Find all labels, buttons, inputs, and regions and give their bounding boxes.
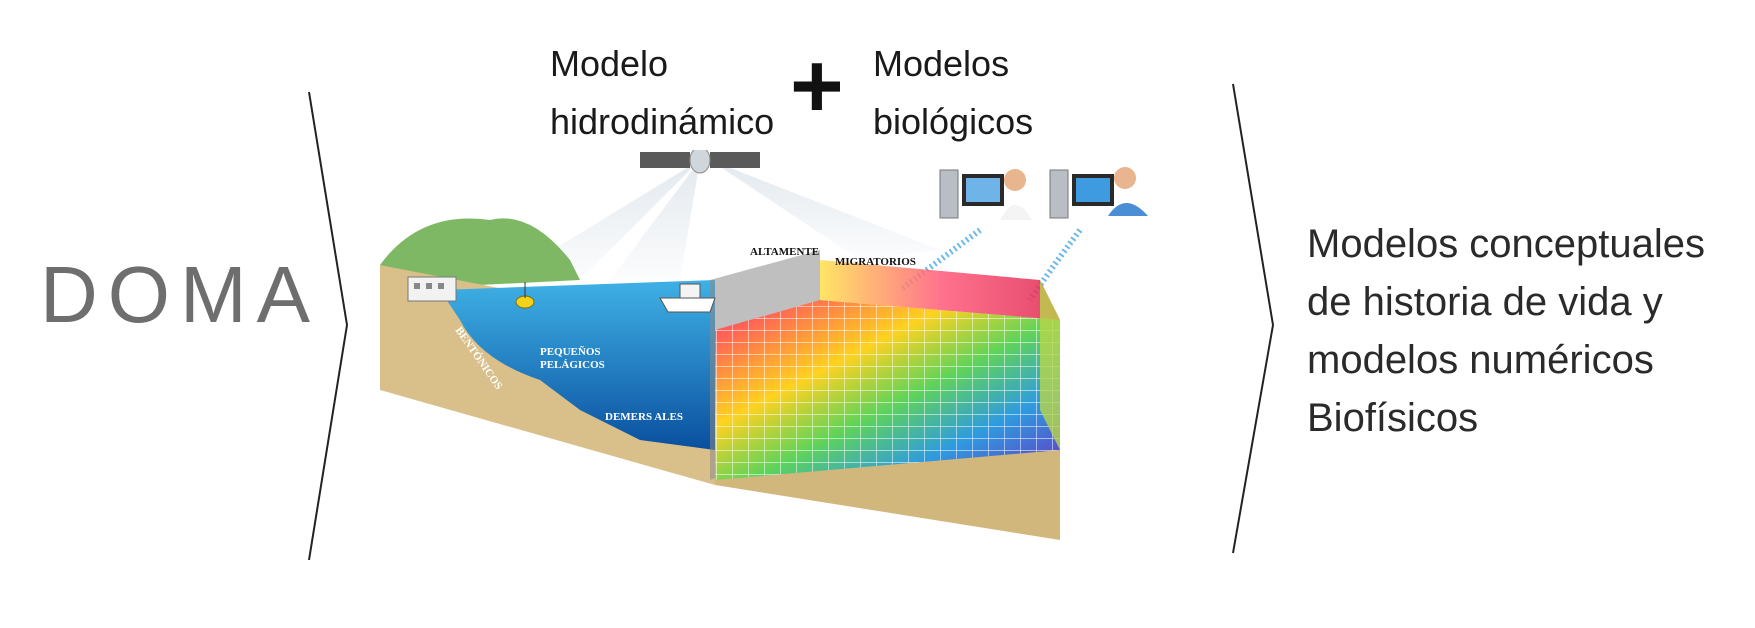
- satellite-beam: [710, 160, 940, 260]
- outcome-line-2: de historia de vida y: [1307, 280, 1663, 324]
- bio-line-2: biológicos: [873, 101, 1034, 142]
- ocean-water: [440, 280, 715, 450]
- bio-line-1: Modelos: [873, 43, 1010, 84]
- biological-models-label: Modelos biológicos: [873, 35, 1033, 151]
- ocean-model-illustration: ALTAMENTE MIGRATORIOS BENTÓNICOS PEQUEÑO…: [380, 150, 1148, 540]
- hydro-line-2: hidrodinámico: [550, 101, 775, 142]
- plus-sign: +: [790, 35, 844, 137]
- buoy-icon: [515, 282, 535, 309]
- ship-icon: [659, 283, 716, 313]
- outcome-line-1: Modelos conceptuales: [1307, 222, 1706, 266]
- label-pelagicos: PELÁGICOS: [540, 359, 605, 371]
- label-altamente: ALTAMENTE: [750, 246, 819, 258]
- hydro-line-1: Modelo: [550, 43, 669, 84]
- label-pequenos: PEQUEÑOS: [540, 346, 601, 358]
- data-stream: [1027, 228, 1083, 302]
- satellite-beam: [610, 160, 700, 280]
- model-grid-top: [820, 260, 1060, 320]
- outcome-line-4: Biofísicos: [1307, 396, 1479, 440]
- building-icon: [407, 276, 457, 302]
- label-demersales: DEMERS ALES: [605, 411, 683, 423]
- outcome-line-3: modelos numéricos: [1307, 338, 1654, 382]
- hydrodynamic-model-label: Modelo hidrodinámico: [550, 35, 774, 151]
- model-grid-side: [1040, 280, 1060, 450]
- outcome-text: Modelos conceptuales de historia de vida…: [1307, 215, 1705, 447]
- computer-icon: [1049, 169, 1114, 219]
- person-icon: [1000, 169, 1032, 220]
- label-migratorios: MIGRATORIOS: [835, 256, 916, 268]
- satellite-beam: [520, 160, 700, 280]
- satellite-icon: [640, 150, 760, 174]
- computer-icon: [939, 169, 1004, 219]
- coastal-hill: [380, 218, 580, 290]
- doma-title: DOMA: [40, 250, 320, 339]
- person-icon: [1108, 167, 1148, 216]
- model-grid-lines: [715, 300, 1060, 480]
